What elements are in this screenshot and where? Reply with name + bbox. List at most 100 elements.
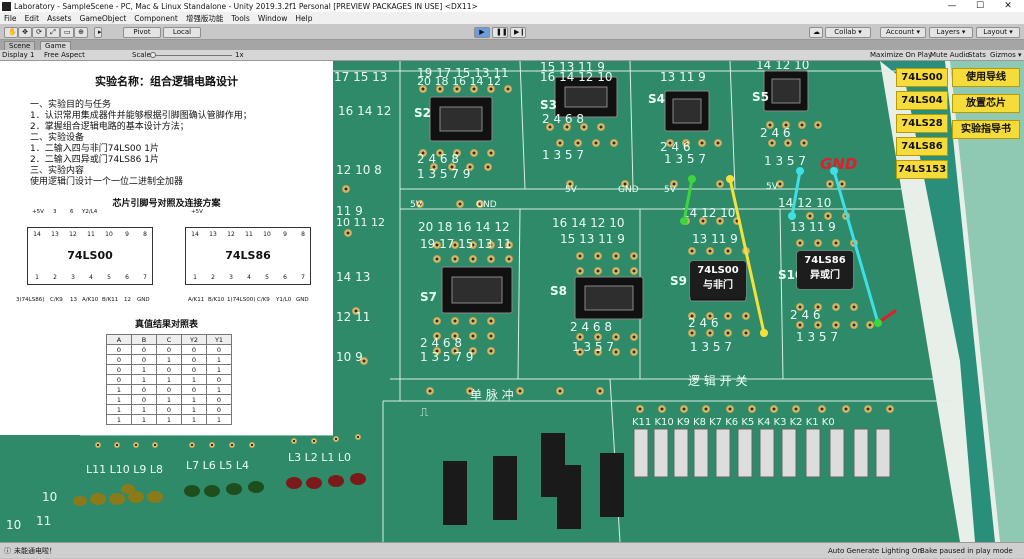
chip2-pin: 12 (227, 231, 235, 238)
tab-scene[interactable]: Scene (4, 41, 36, 50)
gizmos-dropdown[interactable]: Gizmos ▾ (990, 51, 1022, 59)
local-toggle[interactable]: Local (163, 27, 201, 38)
stats-toggle[interactable]: Stats (968, 51, 986, 59)
placed-chip-74ls00[interactable]: 74LS00 与非门 (690, 261, 746, 299)
chip1-top-label: 3 (53, 209, 57, 215)
panel-line-5: 1．二输入四与非门74LS00 1片 (30, 144, 159, 154)
svg-text:1 3 5 7 9: 1 3 5 7 9 (417, 167, 470, 181)
maximize-on-play-toggle[interactable]: Maximize On Play (870, 51, 933, 59)
cloud-icon[interactable]: ☁ (809, 27, 823, 38)
svg-text:14 13: 14 13 (336, 270, 370, 284)
rotate-tool-icon[interactable]: ⟳ (32, 27, 46, 38)
scale-slider[interactable] (154, 55, 232, 56)
truth-cell: 1 (181, 414, 207, 425)
scale-tool-icon[interactable]: ⤢ (46, 27, 60, 38)
menu-enhanced[interactable]: 增强版功能 (185, 13, 224, 23)
svg-text:1 3 5 7: 1 3 5 7 (690, 340, 732, 354)
step-button-icon[interactable]: ▶❙ (510, 27, 526, 38)
transform-tool-icon[interactable]: ⊕ (74, 27, 88, 38)
truth-cell: 0 (106, 364, 132, 375)
mute-audio-toggle[interactable]: Mute Audio (930, 51, 970, 59)
menu-component[interactable]: Component (134, 13, 178, 23)
menu-tools[interactable]: Tools (231, 13, 250, 23)
svg-text:1 3 5 7: 1 3 5 7 (796, 330, 838, 344)
panel-line-7: 三、实验内容 (30, 166, 85, 176)
menu-help[interactable]: Help (295, 13, 313, 23)
menu-bar: File Edit Assets GameObject Component 增强… (0, 12, 1024, 24)
truth-cell: 0 (181, 384, 207, 395)
pause-button-icon[interactable]: ❚❚ (492, 27, 508, 38)
scale-slider-thumb[interactable] (150, 52, 156, 58)
play-button-icon[interactable]: ▶ (474, 27, 490, 38)
truth-header-cell: B (131, 334, 157, 345)
account-dropdown[interactable]: Account ▾ (880, 27, 926, 38)
aspect-dropdown[interactable]: Free Aspect (44, 51, 85, 59)
svg-text:L7 L6 L5 L4: L7 L6 L5 L4 (186, 459, 249, 472)
switch-bank (633, 428, 891, 478)
menu-window[interactable]: Window (257, 13, 288, 23)
close-button[interactable]: ✕ (1004, 1, 1012, 11)
place-chip-button[interactable]: 放置芯片 (952, 94, 1020, 113)
chip2-pin: 10 (263, 231, 271, 238)
minimize-button[interactable]: — (947, 1, 957, 11)
panel-line-1: 一、实验目的与任务 (30, 100, 112, 110)
display-dropdown[interactable]: Display 1 (2, 51, 35, 59)
collab-button[interactable]: Collab ▾ (825, 27, 871, 38)
truth-header-cell: Y2 (181, 334, 207, 345)
menu-edit[interactable]: Edit (24, 13, 40, 23)
svg-text:10: 10 (6, 518, 21, 532)
wire-cyan-1[interactable] (790, 169, 802, 218)
wire-cyan-2[interactable] (832, 169, 880, 325)
pivot-toggle[interactable]: Pivot (123, 27, 161, 38)
lab-guide-button[interactable]: 实验指导书 (952, 120, 1020, 139)
wire-yellow[interactable] (728, 177, 766, 335)
chip-74ls86-button[interactable]: 74LS86 (896, 137, 948, 156)
pin-mapping-title: 芯片引脚号对照及连接方案 (112, 199, 221, 209)
pulse-label: 单 脉 冲 (470, 387, 514, 402)
truth-cell: 0 (131, 354, 157, 365)
menu-assets[interactable]: Assets (47, 13, 72, 23)
chip-74ls04-button[interactable]: 74LS04 (896, 91, 948, 110)
chip1-bottom-label: 12 (124, 297, 131, 303)
svg-text:2 4 6: 2 4 6 (660, 140, 691, 154)
svg-text:异或门: 异或门 (810, 268, 840, 281)
chip1-pin: 10 (105, 231, 113, 238)
panel-line-2: 1．认识常用集成器件并能够根据引脚图确认管脚作用； (30, 111, 252, 121)
truth-cell: 1 (206, 364, 232, 375)
placed-chip-74ls86[interactable]: 74LS86 异或门 (797, 251, 853, 289)
svg-text:13 11 9: 13 11 9 (790, 220, 836, 234)
chip1-top-label: 6 (70, 209, 74, 215)
chip-74ls28-button[interactable]: 74LS28 (896, 114, 948, 133)
use-wire-button[interactable]: 使用导线 (952, 68, 1020, 87)
truth-cell: 0 (106, 374, 132, 385)
chip2-diagram: 14 13 12 11 10 9 8 74LS86 1 2 3 4 5 6 7 (185, 227, 311, 285)
truth-cell: 0 (131, 394, 157, 405)
svg-text:14 12 10: 14 12 10 (778, 196, 831, 210)
svg-text:S2: S2 (414, 106, 431, 120)
menu-file[interactable]: File (4, 13, 17, 23)
menu-gameobject[interactable]: GameObject (79, 13, 127, 23)
chip1-pin: 12 (69, 231, 77, 238)
svg-text:74LS86: 74LS86 (804, 255, 845, 266)
maximize-button[interactable]: ☐ (975, 1, 985, 11)
layers-dropdown[interactable]: Layers ▾ (929, 27, 973, 38)
svg-text:10: 10 (42, 490, 57, 504)
chip2-pin: 14 (191, 231, 199, 238)
chip-74ls00-button[interactable]: 74LS00 (896, 68, 948, 87)
hand-tool-icon[interactable]: ✋ (4, 27, 18, 38)
svg-text:5V: 5V (410, 200, 423, 210)
rect-tool-icon[interactable]: ▭ (60, 27, 74, 38)
chip1-pin: 2 (53, 274, 57, 281)
layout-dropdown[interactable]: Layout ▾ (976, 27, 1020, 38)
svg-text:GND: GND (618, 185, 639, 195)
wire-green[interactable] (682, 177, 694, 223)
svg-text:16 14 12: 16 14 12 (338, 104, 391, 118)
move-tool-icon[interactable]: ✥ (18, 27, 32, 38)
tab-game[interactable]: Game (40, 41, 71, 50)
chip-74ls153-button[interactable]: 74LS153 (896, 160, 948, 179)
chip1-name: 74LS00 (67, 249, 113, 262)
custom-tool-icon[interactable]: ▸ (94, 27, 102, 38)
